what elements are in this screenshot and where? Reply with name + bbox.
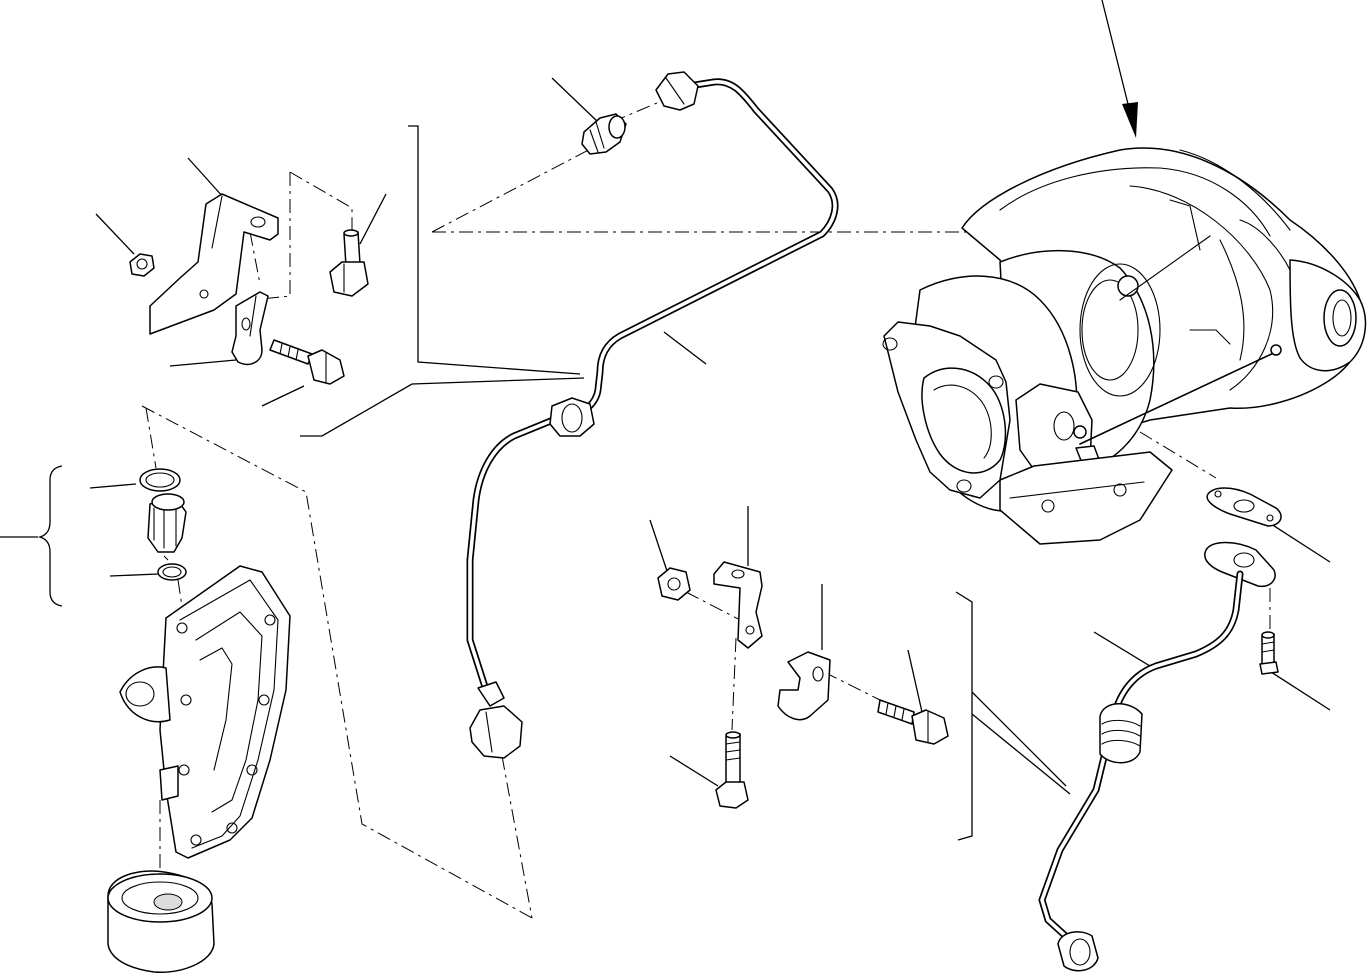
nut-upper (129, 253, 155, 277)
leader-union (551, 77, 599, 123)
stud-upper (329, 229, 369, 297)
nut-lower (657, 567, 691, 601)
leader-turbo-arrow (1101, 0, 1133, 121)
leader-return-bolt (1267, 669, 1331, 711)
return-tube-flange (1204, 541, 1276, 588)
leader-oring-lower (109, 573, 159, 577)
leader-nut-lower (649, 519, 669, 575)
union-adapter (581, 113, 627, 155)
leader-oring-upper (89, 483, 137, 489)
oil-return-tube (1038, 541, 1276, 972)
leader-nut-upper (95, 213, 135, 255)
gasket-return-flange (1206, 487, 1282, 527)
tube-connector-fitting (147, 493, 187, 553)
tube-clamp-lower (777, 651, 831, 721)
supply-tube-sleeve (549, 397, 595, 437)
turbo-actuator-rod (1079, 349, 1281, 445)
oil-supply-tube (466, 71, 839, 759)
bolt-upper (269, 339, 345, 385)
o-ring-upper (139, 468, 181, 492)
arrowhead-icon (1122, 102, 1138, 138)
turbocharger (882, 147, 1367, 545)
leader-connector-group-bracket-v (408, 125, 581, 375)
oil-filter-head (119, 565, 291, 859)
oil-filter-element (107, 870, 215, 973)
leader-return-bracket-arm (971, 691, 1067, 787)
return-tube-end-fitting (1057, 931, 1099, 972)
supply-tube-nut-top (655, 71, 699, 111)
turbo-drain-flange (999, 451, 1173, 545)
leader-bolt-lower-h (907, 649, 923, 713)
supply-tube-ferrule (477, 681, 505, 707)
leader-bolt-lower-v (669, 755, 719, 787)
return-tube-hose (1099, 703, 1143, 764)
leader-supply-tube (663, 331, 707, 365)
bolt-lower-horizontal (877, 699, 949, 745)
supply-tube-nut-bottom (469, 705, 523, 759)
callout-leaders (0, 0, 1331, 841)
leader-return-bracket (955, 591, 973, 841)
leader-return-bracket-arm2 (971, 713, 1071, 795)
support-bracket-upper (149, 193, 279, 335)
leader-gasket (1267, 521, 1331, 563)
bolt-return-flange (1259, 631, 1279, 675)
bolt-lower-vertical (715, 731, 749, 809)
leader-return-tube (1093, 631, 1151, 667)
group-brace-icon (37, 465, 63, 607)
leader-stud-upper (359, 193, 387, 245)
o-ring-lower (157, 563, 187, 581)
tube-clamp-upper (231, 291, 269, 366)
leader-clamp-upper (169, 359, 237, 367)
leader-supply-bracket (300, 377, 585, 437)
support-bracket-lower (713, 561, 763, 649)
leader-bolt-upper (261, 385, 305, 407)
leader-bracket-upper (187, 157, 225, 199)
